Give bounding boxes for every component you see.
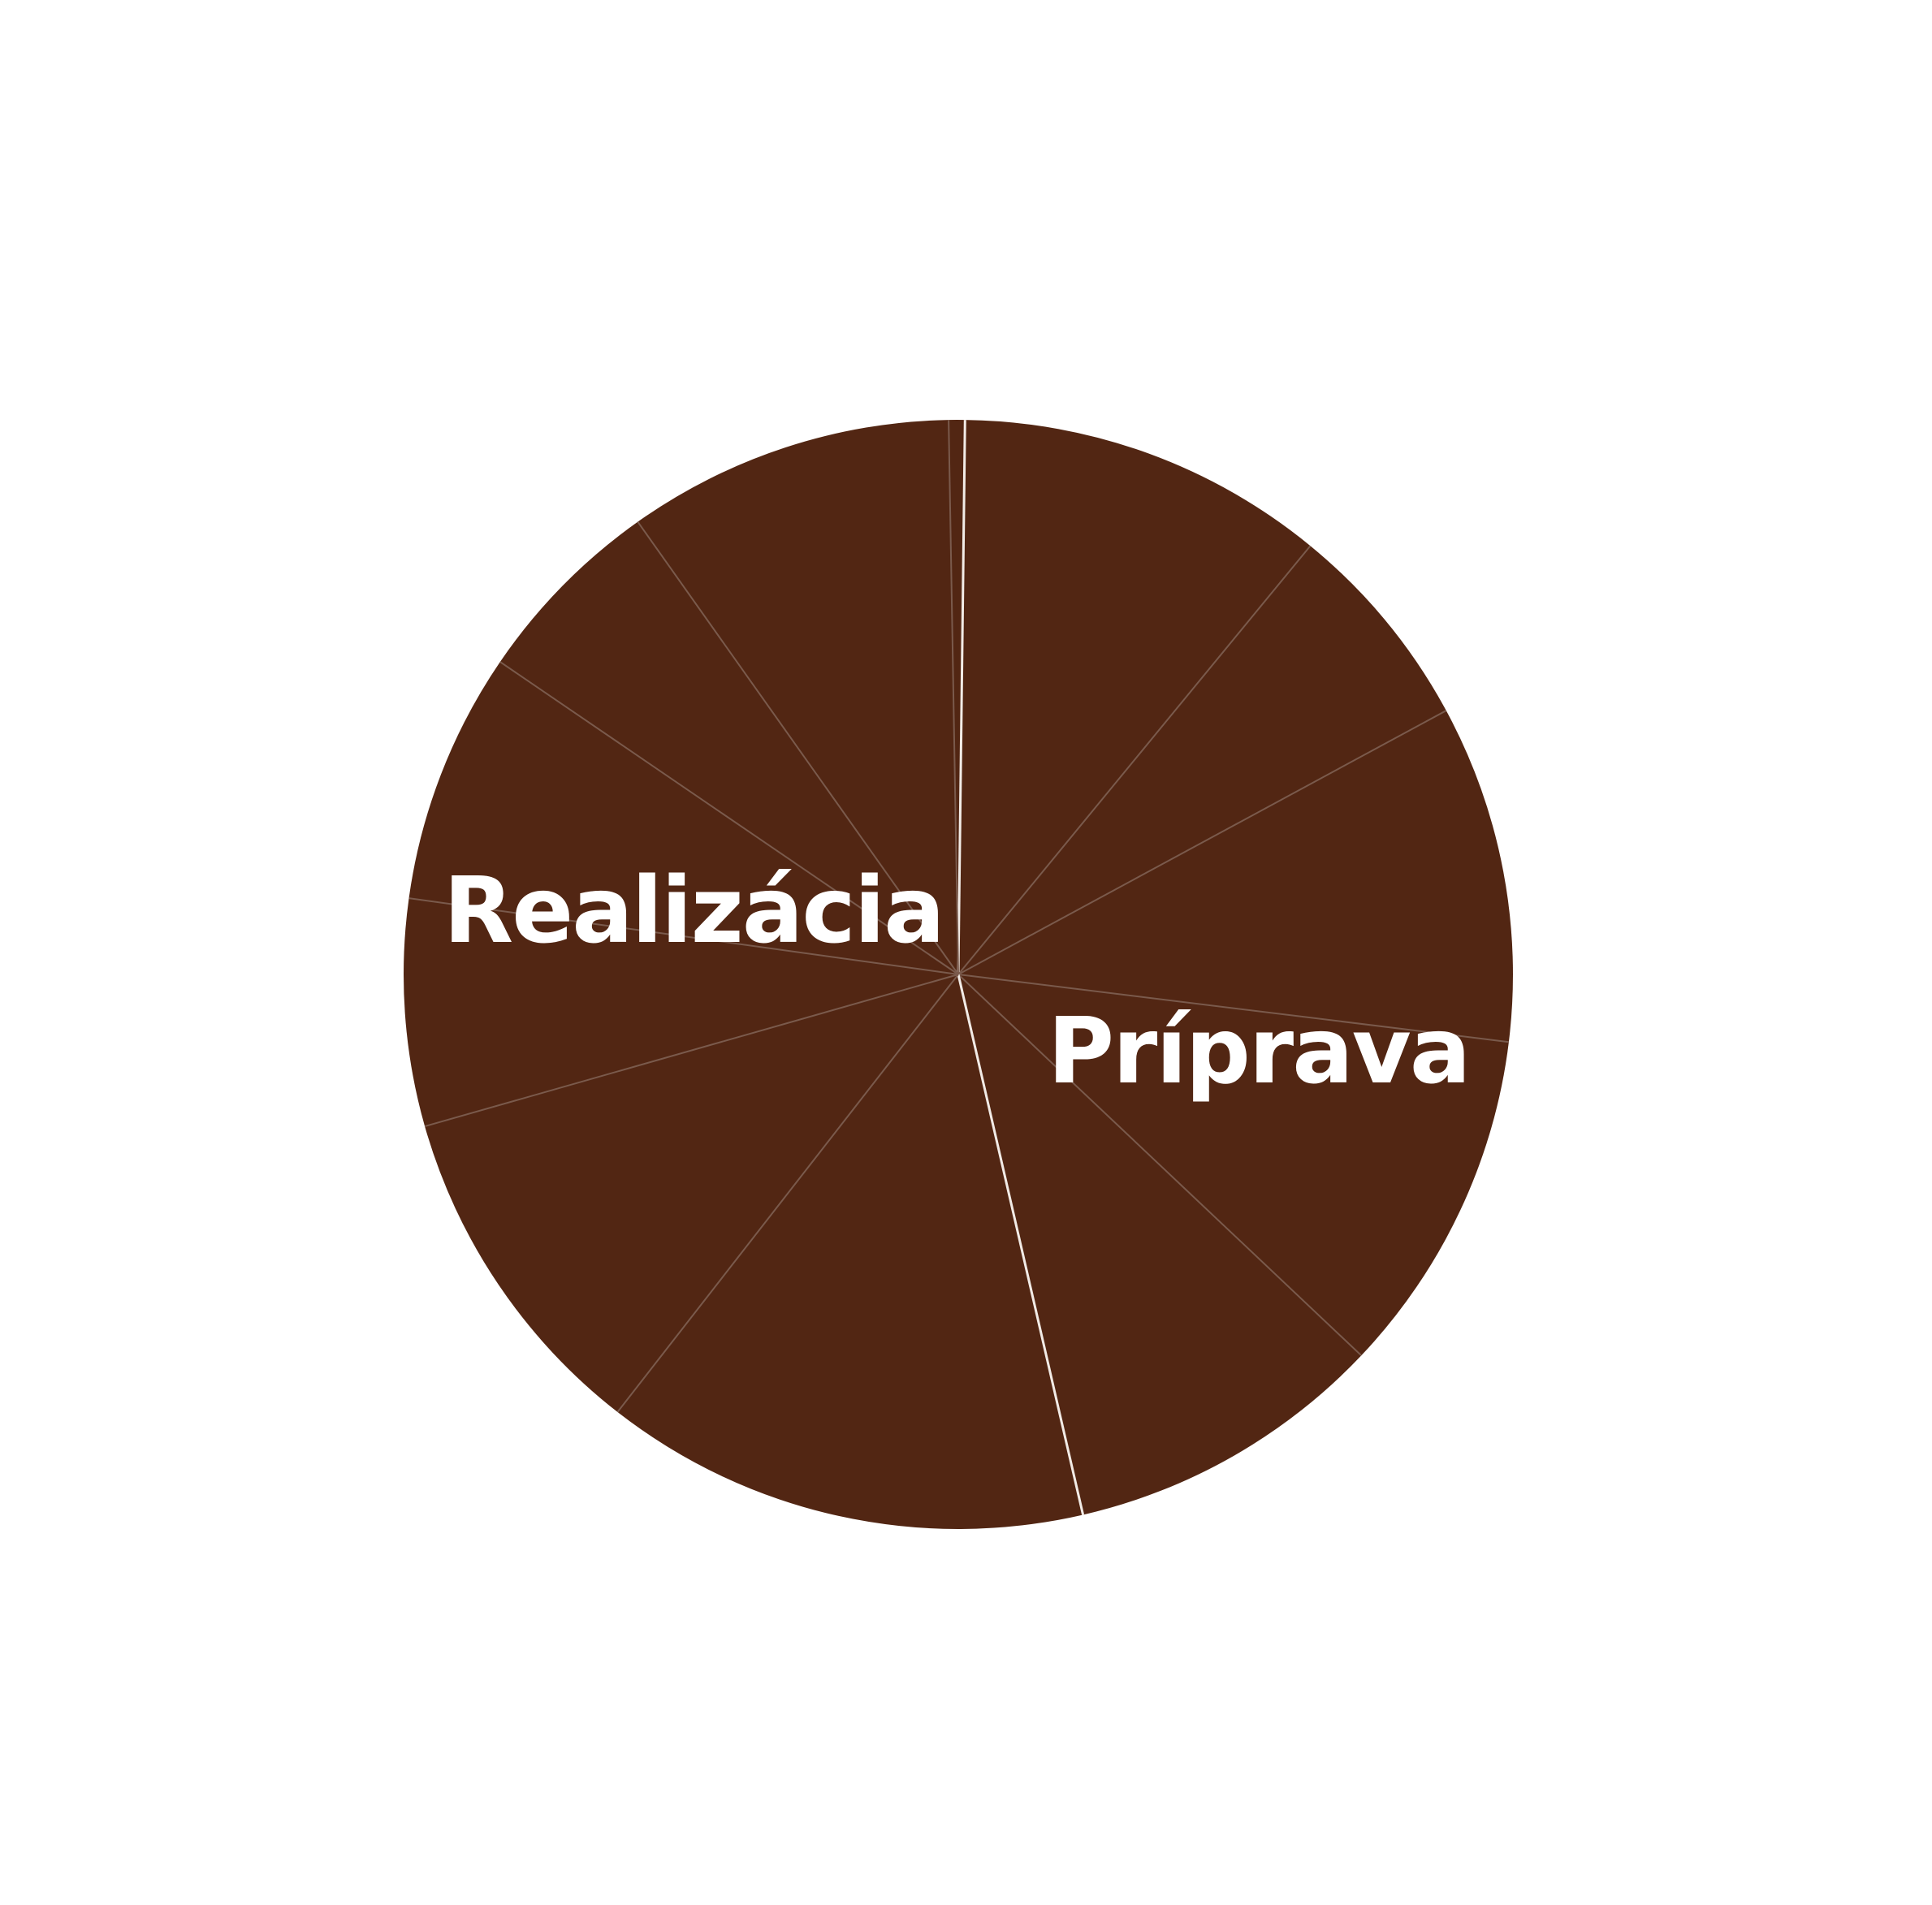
phase-label-realizacia: Realizácia <box>443 858 944 964</box>
segment-12-wedge <box>949 420 966 974</box>
segment-divider <box>957 545 1312 975</box>
segment-7-wedge <box>425 974 958 1412</box>
segment-divider <box>957 974 1085 1515</box>
segment-divider <box>424 974 959 1128</box>
segment-1-wedge <box>958 420 1311 974</box>
segment-divider <box>957 710 1447 975</box>
segment-divider <box>616 974 959 1413</box>
phase-label-pripava: Príprava <box>1048 999 1469 1104</box>
segment-divider <box>408 897 959 975</box>
segment-dividers <box>408 420 1510 1515</box>
segment-divider <box>637 521 959 975</box>
segment-9-wedge <box>408 662 958 974</box>
segment-divider <box>948 420 959 975</box>
segment-4-wedge <box>958 974 1509 1356</box>
segment-6-wedge <box>617 974 1083 1529</box>
segment-divider <box>957 974 1362 1357</box>
segment-2-wedge <box>958 546 1446 974</box>
segment-5-wedge <box>958 974 1362 1515</box>
segment-3-wedge <box>958 711 1513 1043</box>
segment-divider <box>957 974 1510 1043</box>
segment-divider <box>499 661 959 975</box>
segment-11-wedge <box>638 420 958 974</box>
segment-10-wedge <box>499 521 958 974</box>
segment-divider <box>957 420 966 975</box>
